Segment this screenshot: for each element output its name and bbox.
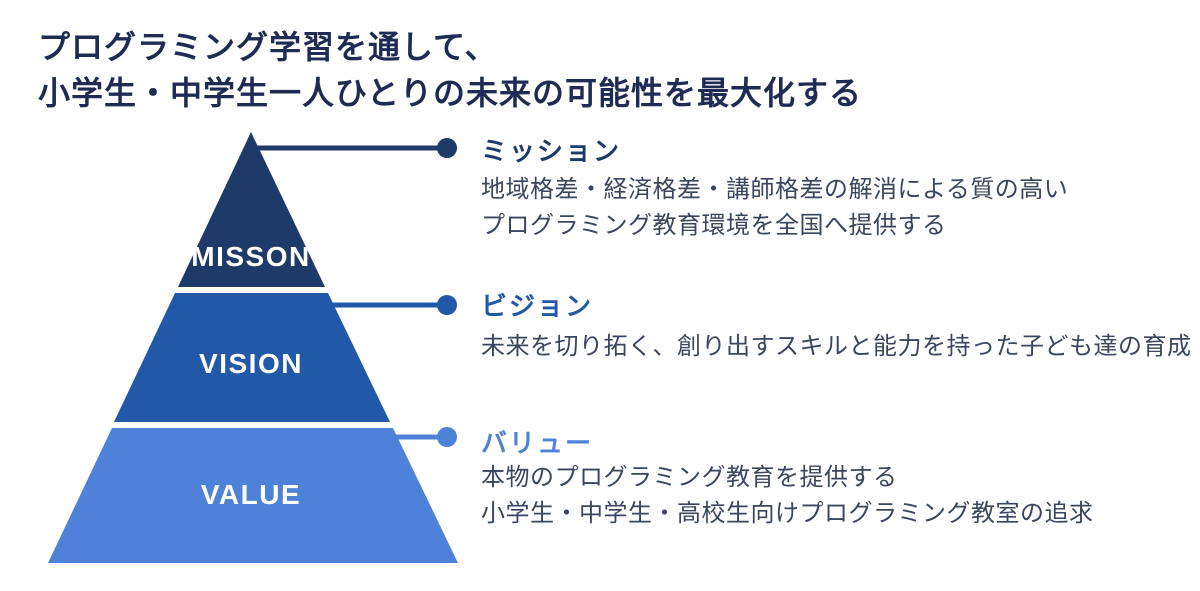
section-body-value-line1: 本物のプログラミング教育を提供する (481, 464, 898, 491)
page-title-line2: 小学生・中学生一人ひとりの未来の可能性を最大化する (38, 75, 863, 111)
connector-dot-mission (437, 138, 457, 158)
section-heading-vision: ビジョン (481, 291, 594, 321)
section-body-mission-line1: 地域格差・経済格差・講師格差の解消による質の高い (481, 176, 1069, 203)
section-body-vision-line1: 未来を切り拓く、創り出すスキルと能力を持った子ども達の育成 (481, 333, 1192, 360)
section-body-vision: 未来を切り拓く、創り出すスキルと能力を持った子ども達の育成 (481, 329, 1192, 365)
section-body-mission: 地域格差・経済格差・講師格差の解消による質の高い プログラミング教育環境を全国へ… (481, 172, 1068, 244)
pyramid-tier-vision-label: VISION (199, 348, 303, 379)
page-title-line1: プログラミング学習を通して、 (38, 29, 498, 65)
pyramid-tier-mission-shape (178, 132, 325, 287)
pyramid-tier-mission-label: MISSON (191, 241, 310, 272)
section-body-mission-line2: プログラミング教育環境を全国へ提供する (481, 212, 947, 239)
connector-dot-value (437, 427, 457, 447)
pyramid-tier-value-label: VALUE (201, 479, 301, 510)
connector-dot-vision (437, 295, 457, 315)
section-heading-value: バリュー (481, 428, 594, 458)
pyramid-tier-value-shape (48, 428, 458, 563)
section-heading-mission: ミッション (481, 136, 622, 166)
pyramid-tier-vision-shape (114, 293, 390, 422)
page-title: プログラミング学習を通して、 小学生・中学生一人ひとりの未来の可能性を最大化する (38, 24, 862, 116)
section-body-value-line2: 小学生・中学生・高校生向けプログラミング教室の追求 (481, 500, 1094, 527)
section-body-value: 本物のプログラミング教育を提供する 小学生・中学生・高校生向けプログラミング教室… (481, 460, 1094, 532)
